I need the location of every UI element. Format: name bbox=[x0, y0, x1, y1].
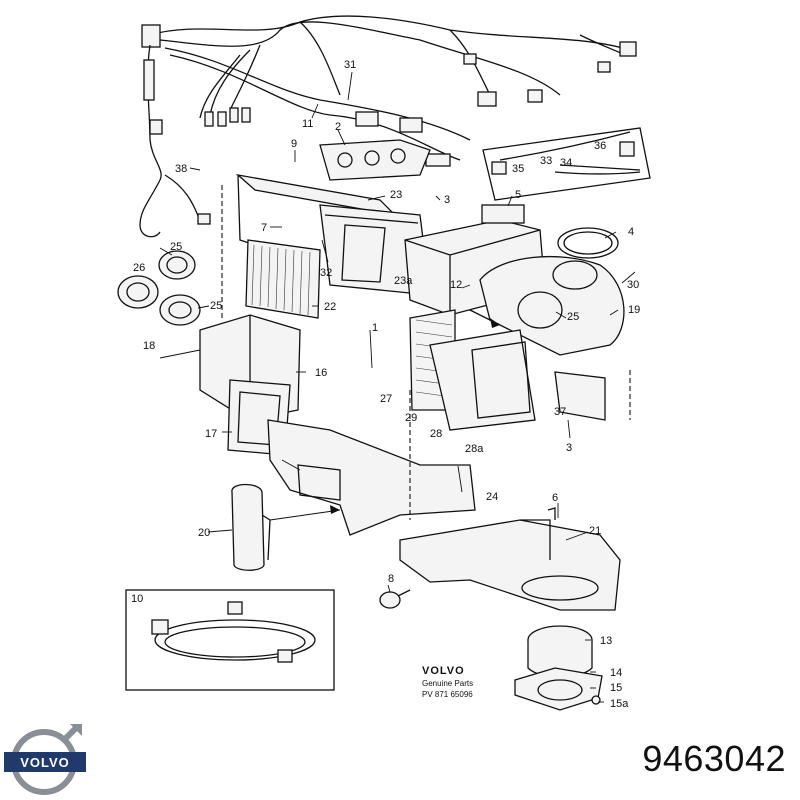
callout-3-top: 3 bbox=[444, 194, 450, 206]
callout-10: 10 bbox=[131, 593, 143, 605]
callout-35: 35 bbox=[512, 163, 524, 175]
callout-33: 33 bbox=[540, 155, 552, 167]
callout-9: 9 bbox=[291, 138, 297, 150]
callout-14: 14 bbox=[610, 667, 622, 679]
callout-28a: 28a bbox=[465, 443, 484, 455]
air-vents bbox=[117, 250, 201, 326]
callout-25-right: 25 bbox=[567, 311, 579, 323]
callout-17: 17 bbox=[205, 428, 217, 440]
callout-32: 32 bbox=[320, 267, 332, 279]
filter-22 bbox=[245, 239, 321, 319]
callout-8: 8 bbox=[388, 573, 394, 585]
genuine-parts-stamp: VOLVO Genuine Parts PV 871 65096 bbox=[422, 665, 473, 699]
callout-4: 4 bbox=[628, 226, 634, 238]
blower-housing-21 bbox=[399, 507, 621, 611]
callout-21: 21 bbox=[589, 525, 601, 537]
callout-20: 20 bbox=[198, 527, 210, 539]
cable-detail-box bbox=[482, 127, 651, 201]
callout-5: 5 bbox=[515, 189, 521, 201]
blower-motor bbox=[514, 625, 603, 711]
callout-38: 38 bbox=[175, 163, 187, 175]
callout-27: 27 bbox=[380, 393, 392, 405]
wiring-detail-box-10 bbox=[125, 589, 335, 691]
callout-2: 2 bbox=[335, 121, 341, 133]
heater-core bbox=[409, 309, 606, 431]
callout-18: 18 bbox=[143, 340, 155, 352]
callout-6: 6 bbox=[552, 492, 558, 504]
part-number: 9463042 bbox=[642, 738, 786, 779]
callout-34: 34 bbox=[560, 157, 572, 169]
callout-26: 26 bbox=[133, 262, 145, 274]
stamp-line2: PV 871 65096 bbox=[422, 690, 473, 699]
volvo-logo: VOLVO bbox=[4, 723, 86, 795]
leader-lines bbox=[159, 71, 636, 703]
callout-15: 15 bbox=[610, 682, 622, 694]
callout-28: 28 bbox=[430, 428, 442, 440]
sensor-8 bbox=[379, 589, 411, 609]
callout-labels: 31 11 2 9 38 36 33 34 35 23 3 5 7 32 4 2… bbox=[131, 59, 640, 710]
callout-25-left: 25 bbox=[210, 300, 222, 312]
resistor-20 bbox=[231, 483, 271, 571]
callout-22: 22 bbox=[324, 301, 336, 313]
callout-37: 37 bbox=[554, 406, 566, 418]
callout-36: 36 bbox=[594, 140, 606, 152]
callout-30: 30 bbox=[627, 279, 639, 291]
control-panel bbox=[319, 139, 431, 181]
callout-23: 23 bbox=[390, 189, 402, 201]
lower-duct-24 bbox=[267, 419, 476, 536]
callout-12: 12 bbox=[450, 279, 462, 291]
callout-31: 31 bbox=[344, 59, 356, 71]
callout-15a: 15a bbox=[610, 698, 629, 710]
volvo-iron-mark-icon: VOLVO bbox=[4, 723, 86, 795]
callout-19: 19 bbox=[628, 304, 640, 316]
assembly-guide-lines bbox=[221, 185, 631, 520]
callout-11: 11 bbox=[302, 118, 313, 130]
stamp-line1: Genuine Parts bbox=[422, 679, 473, 688]
callout-1: 1 bbox=[372, 322, 378, 334]
exploded-heater-diagram: 31 11 2 9 38 36 33 34 35 23 3 5 7 32 4 2… bbox=[117, 15, 651, 711]
callout-24: 24 bbox=[486, 491, 498, 503]
callout-25-top: 25 bbox=[170, 241, 182, 253]
callout-29: 29 bbox=[405, 412, 417, 424]
callout-7: 7 bbox=[261, 222, 267, 234]
logo-wordmark: VOLVO bbox=[20, 755, 70, 770]
callout-16: 16 bbox=[315, 367, 327, 379]
callout-23a: 23a bbox=[394, 275, 413, 287]
callout-13: 13 bbox=[600, 635, 612, 647]
stamp-brand: VOLVO bbox=[422, 665, 465, 677]
wiring-harness bbox=[139, 15, 637, 238]
callout-3-lower: 3 bbox=[566, 442, 572, 454]
